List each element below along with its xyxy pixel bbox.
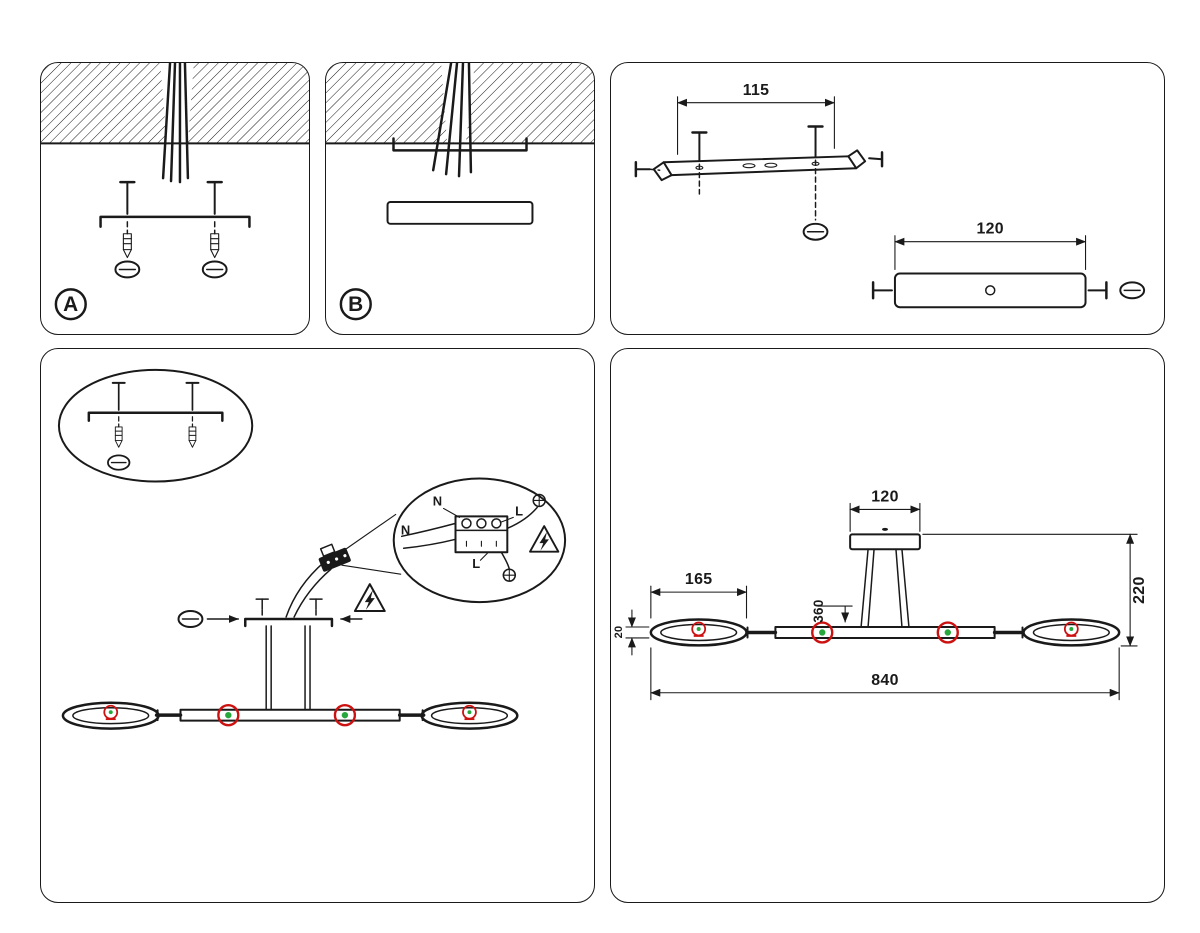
wire-label-l-top: L: [515, 503, 523, 518]
dim-840: 840: [650, 647, 1120, 701]
parts-drawing: 115: [634, 82, 1146, 309]
canopy: [849, 527, 921, 551]
fixture-bar: [746, 625, 1024, 639]
panel-b-drawing: B: [326, 63, 594, 321]
mounting-bracket-3d: [652, 149, 867, 182]
stems: [860, 548, 910, 628]
panel-assembly-wiring: N L N L: [40, 348, 595, 903]
dim-220-text: 220: [1131, 576, 1148, 603]
dim-840-text: 840: [871, 672, 899, 689]
mains-wires: [161, 63, 190, 184]
anchor-screw-right: [206, 180, 223, 259]
dim-120-text: 120: [977, 221, 1004, 238]
cone-nut-left: [114, 260, 141, 279]
cone-nut: [802, 222, 829, 241]
canopy-plate: [893, 272, 1087, 309]
side-screw-right: [868, 151, 884, 168]
connector-marker-left: [217, 704, 240, 727]
earth-screw-bottom-icon: [502, 568, 517, 582]
dimensions-drawing: 120 165 220 360: [613, 488, 1148, 701]
panel-a-badge: A: [54, 288, 87, 321]
wire-label-n-left: N: [401, 522, 411, 537]
dim-360-text: 360: [811, 599, 826, 622]
vertical-screw-left: [691, 131, 708, 195]
vertical-screw-right: [807, 125, 824, 221]
dim-20-text: 20: [613, 626, 625, 639]
mounting-bracket: [99, 215, 251, 229]
cone-nut-side: [177, 610, 204, 628]
anchor-screw-left: [119, 180, 136, 259]
anchor-screw-right: [185, 381, 200, 449]
cone-nut: [107, 454, 131, 471]
callout-lines: [339, 513, 402, 575]
dim-120-text: 120: [871, 488, 899, 505]
canopy-plate: [244, 598, 334, 628]
anchor-screw-left: [111, 381, 126, 449]
side-screw-left: [634, 161, 661, 178]
wires-to-connector: [285, 561, 332, 618]
dim-165: 165: [650, 571, 748, 619]
canopy-plate: [386, 200, 534, 225]
electric-warning-icon: [529, 525, 560, 553]
panel-b-label: B: [348, 293, 363, 316]
panel-b-badge: B: [339, 288, 372, 321]
dim-120: 120: [894, 221, 1087, 271]
assembly-drawing: N L N L: [57, 368, 567, 730]
dim-20: 20: [613, 609, 650, 656]
canopy-screw-right: [1087, 281, 1108, 300]
connector-marker-right: [333, 704, 357, 727]
wiring-detail-bubble: N L N L: [392, 477, 567, 604]
ceiling-bracket: [392, 137, 528, 152]
panel-a-drawing: A: [41, 63, 309, 321]
wire-label-n-top: N: [433, 493, 443, 508]
electric-warning-icon-2: [353, 583, 386, 613]
dim-115-text: 115: [743, 82, 770, 99]
panel-overall-dimensions: 120 165 220 360: [610, 348, 1165, 903]
mains-wires: [431, 63, 473, 178]
dim-115: 115: [677, 82, 835, 155]
dim-165-text: 165: [685, 571, 713, 588]
connector-marker-right: [936, 621, 959, 644]
dim-120: 120: [849, 488, 921, 532]
dim-220: 220: [922, 533, 1148, 647]
dim-360: 360: [811, 599, 853, 623]
panel-mounting-option-b: B: [325, 62, 595, 335]
connector-marker-left: [811, 621, 834, 644]
panel-mounting-option-a: A: [40, 62, 310, 335]
earth-screw-top-icon: [532, 493, 546, 508]
cone-nut-right: [201, 260, 228, 279]
wire-label-l-bottom: L: [472, 556, 480, 571]
panel-a-label: A: [63, 293, 78, 316]
stems: [265, 625, 311, 711]
wire-connector: [318, 543, 351, 572]
panel-parts-dimensions: 115: [610, 62, 1165, 335]
terminal-wires: [400, 506, 538, 570]
fixture-bar: [154, 708, 426, 722]
canopy-screw-left: [871, 281, 893, 300]
bracket-detail-bubble: [57, 368, 254, 483]
cone-nut-right: [1119, 281, 1146, 300]
terminal-block: [454, 515, 509, 554]
